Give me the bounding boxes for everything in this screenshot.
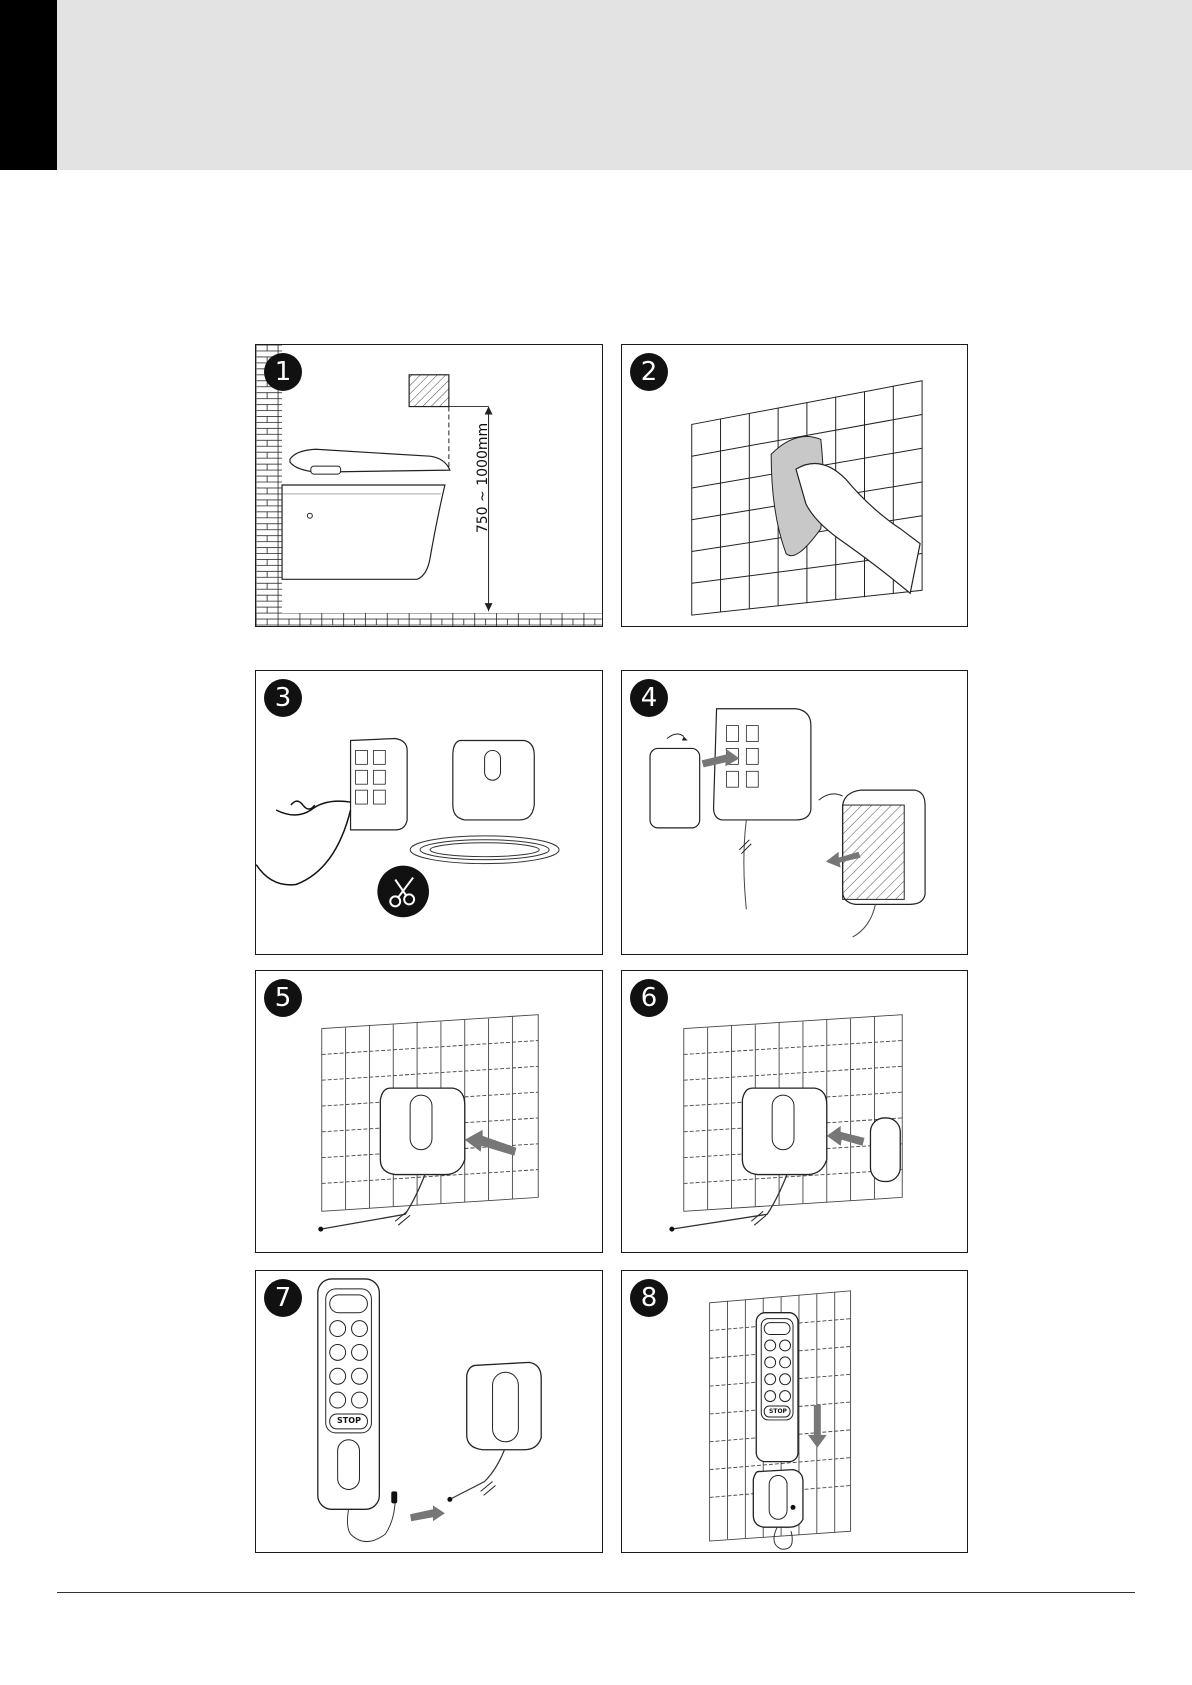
step-2-panel: 2 xyxy=(621,344,968,627)
step-4-badge: 4 xyxy=(630,679,668,717)
step-5-illustration xyxy=(256,971,602,1252)
step-4-illustration xyxy=(622,671,967,954)
step-4-panel: 4 xyxy=(621,670,968,955)
header-tab xyxy=(0,0,57,170)
step-7-panel: 7 STOP xyxy=(255,1270,603,1553)
step-8-panel: 8 STOP xyxy=(621,1270,968,1553)
holder-cover xyxy=(870,1118,900,1182)
step-5-panel: 5 xyxy=(255,970,603,1253)
step-7-badge: 7 xyxy=(264,1279,302,1317)
step-8-badge: 8 xyxy=(630,1279,668,1317)
step-3-panel: 3 xyxy=(255,670,603,955)
step-5-badge: 5 xyxy=(264,979,302,1017)
toilet-bowl xyxy=(282,485,445,579)
step-6-panel: 6 xyxy=(621,970,968,1253)
footer-rule xyxy=(57,1592,1135,1593)
brick-floor xyxy=(256,613,602,626)
step-7-illustration xyxy=(256,1271,602,1552)
header-band xyxy=(0,0,1192,170)
remote-holder-box xyxy=(409,375,449,407)
step-3-badge: 3 xyxy=(264,679,302,717)
step-2-illustration xyxy=(622,345,967,626)
step-1-panel: 1 750 ~ 1000mm xyxy=(255,344,603,627)
step-6-illustration xyxy=(622,971,967,1252)
remote-stop-label: STOP xyxy=(765,1408,791,1415)
arrow-icon xyxy=(410,1505,445,1521)
cable xyxy=(256,801,350,885)
step-6-badge: 6 xyxy=(630,979,668,1017)
step-1-badge: 1 xyxy=(264,353,302,391)
step-8-illustration xyxy=(622,1271,967,1552)
step-1-illustration xyxy=(256,345,602,626)
height-dimension-label: 750 ~ 1000mm xyxy=(475,423,491,533)
step-2-badge: 2 xyxy=(630,353,668,391)
knot xyxy=(291,801,315,809)
step-3-illustration xyxy=(256,671,602,954)
adhesive-pad-left xyxy=(650,748,700,827)
remote-stop-label: STOP xyxy=(330,1416,368,1425)
